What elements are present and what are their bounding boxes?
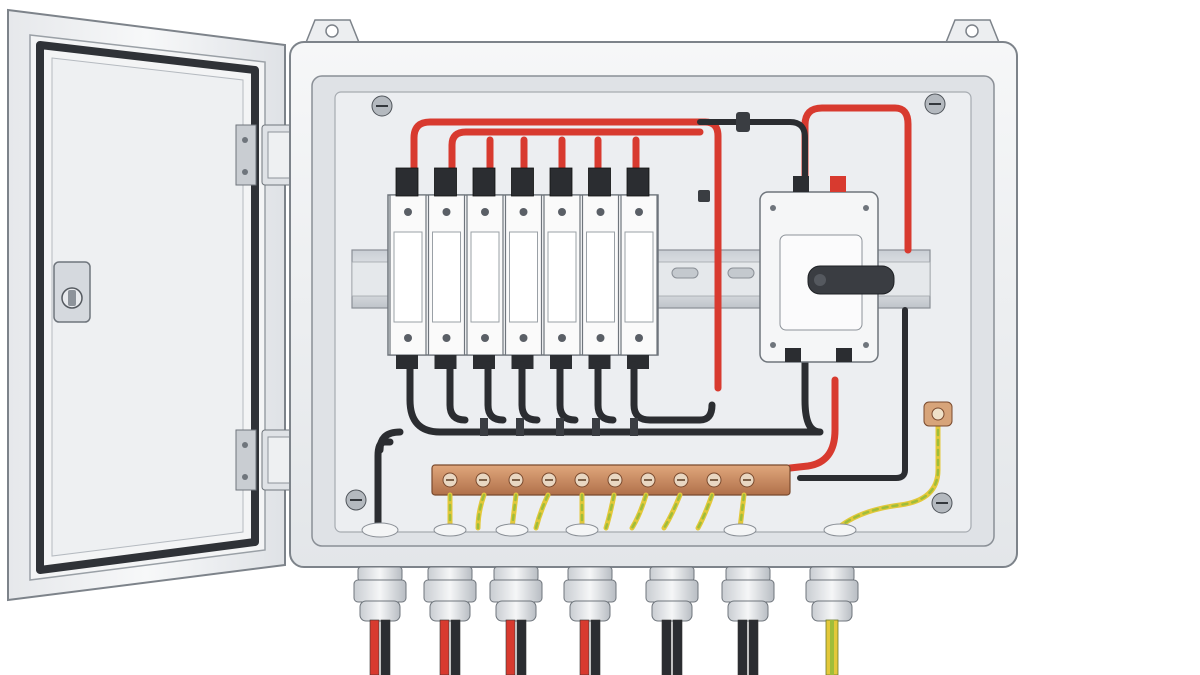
black-top-wire — [697, 119, 908, 481]
black-load-wires — [374, 356, 824, 529]
ground-lug-icon — [923, 401, 953, 427]
screw-icon — [640, 472, 656, 488]
screw-icon — [574, 472, 590, 488]
cable — [450, 619, 461, 675]
cable — [505, 619, 516, 675]
breaker-module[interactable] — [504, 167, 543, 369]
entry-grommets — [361, 522, 857, 538]
cable-gland — [563, 566, 617, 622]
cable-gland — [353, 566, 407, 622]
cable — [439, 619, 450, 675]
cable — [590, 619, 601, 675]
cable — [672, 619, 683, 675]
door-gasket — [36, 41, 259, 574]
screw-icon — [607, 472, 623, 488]
screw-icon — [475, 472, 491, 488]
screw-icon — [508, 472, 524, 488]
cable — [380, 619, 391, 675]
latch-icon[interactable] — [53, 261, 91, 323]
cable — [369, 619, 380, 675]
cable-gland — [645, 566, 699, 622]
screw-icon — [739, 472, 755, 488]
screw-icon — [345, 93, 953, 514]
breaker-module[interactable] — [466, 167, 504, 369]
cable-gland — [805, 566, 859, 622]
ground-wires — [447, 417, 941, 531]
cable — [579, 619, 590, 675]
screw-icon — [706, 472, 722, 488]
cable-gland — [721, 566, 775, 622]
cable-gland — [489, 566, 543, 622]
breaker-module[interactable] — [620, 167, 658, 369]
cable-gland — [423, 566, 477, 622]
breaker-module[interactable] — [389, 167, 427, 369]
screw-icon — [442, 472, 458, 488]
enclosure-door[interactable] — [7, 8, 286, 602]
screw-icon — [673, 472, 689, 488]
cable — [737, 619, 748, 675]
breaker-module[interactable] — [427, 167, 466, 369]
switch-handle-icon[interactable] — [807, 265, 895, 295]
cable — [748, 619, 759, 675]
screw-icon — [541, 472, 557, 488]
cable — [516, 619, 527, 675]
cable — [661, 619, 672, 675]
breaker-module[interactable] — [581, 167, 620, 369]
wire-clamp-icons — [480, 112, 750, 436]
breaker-module[interactable] — [543, 167, 581, 369]
